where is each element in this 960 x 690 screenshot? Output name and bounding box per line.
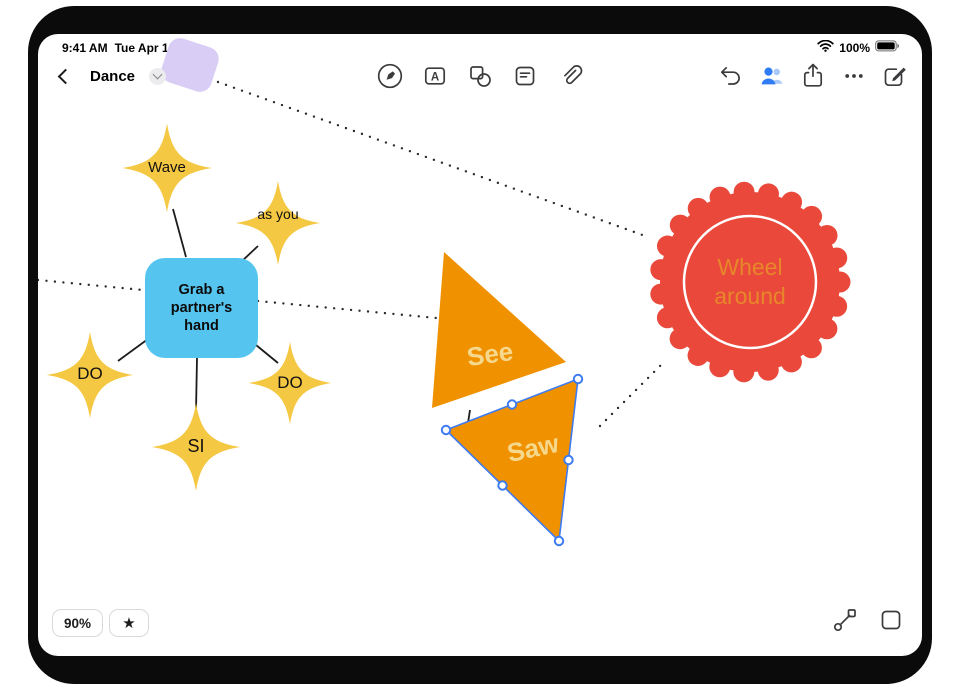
undo-icon xyxy=(720,66,740,85)
center-node-label: Grab a partner's hand xyxy=(170,282,233,334)
dotted-connectors[interactable] xyxy=(38,80,664,428)
battery-percent: 100% xyxy=(839,40,870,55)
collaborate-button[interactable] xyxy=(757,61,787,91)
back-button[interactable] xyxy=(50,61,76,91)
star-shape-asyou[interactable] xyxy=(235,180,321,266)
new-board-button[interactable] xyxy=(880,61,910,91)
shapes-icon xyxy=(470,66,491,87)
square-tool-button[interactable] xyxy=(876,605,906,635)
square-icon xyxy=(881,610,901,630)
freeform-screen: Wave as you DO DO SI Grab a partner's ha… xyxy=(38,34,922,656)
star-label-do2: DO xyxy=(277,373,303,392)
ipad-frame: Wave as you DO DO SI Grab a partner's ha… xyxy=(28,6,932,684)
battery-icon xyxy=(875,40,900,55)
share-button[interactable] xyxy=(798,61,828,91)
star-shape-do1[interactable] xyxy=(46,331,134,419)
star-shape-do2[interactable] xyxy=(248,341,332,425)
sticky-note-icon xyxy=(515,66,535,86)
wifi-icon xyxy=(817,39,834,55)
undo-button[interactable] xyxy=(716,61,746,91)
star-icon: ★ xyxy=(122,615,136,632)
board-canvas xyxy=(38,80,851,547)
flower-label: Wheel around xyxy=(714,254,786,309)
connector-tool-button[interactable] xyxy=(830,605,860,635)
connector-icon xyxy=(833,609,856,632)
ellipsis-icon xyxy=(845,74,863,78)
text-tool-button[interactable]: A xyxy=(420,61,450,91)
favorite-button[interactable]: ★ xyxy=(109,609,150,637)
center-node-shape[interactable]: Grab a partner's hand xyxy=(145,258,258,358)
marker-tool-button[interactable] xyxy=(375,61,405,91)
zoom-button[interactable]: 90% xyxy=(52,609,104,637)
star-label-asyou: as you xyxy=(257,206,299,222)
collaborate-icon xyxy=(761,67,783,85)
paperclip-icon xyxy=(564,65,583,85)
marker-icon xyxy=(377,63,403,89)
more-button[interactable] xyxy=(839,61,869,91)
compose-icon xyxy=(884,67,906,87)
toolbar: Dance A xyxy=(38,60,922,92)
star-shape-wave[interactable] xyxy=(122,123,212,213)
triangle-see-shape[interactable] xyxy=(432,252,566,408)
status-time: 9:41 AM xyxy=(62,41,108,55)
svg-text:A: A xyxy=(431,71,439,83)
chevron-down-icon xyxy=(152,69,163,80)
status-date: Tue Apr 1 xyxy=(114,41,169,55)
chevron-left-icon xyxy=(57,68,73,84)
text-box-icon: A xyxy=(424,67,446,85)
shapes-tool-button[interactable] xyxy=(465,61,495,91)
sticky-note-tool-button[interactable] xyxy=(510,61,540,91)
star-shape-si[interactable] xyxy=(151,402,241,492)
selection-handles[interactable] xyxy=(440,373,584,547)
title-menu-button[interactable] xyxy=(149,67,167,85)
star-label-do1: DO xyxy=(77,364,103,383)
zoom-level: 90% xyxy=(64,615,92,631)
status-bar: 9:41 AM Tue Apr 1 100% xyxy=(38,34,922,56)
star-label-si: SI xyxy=(187,436,205,456)
share-icon xyxy=(803,63,823,87)
star-shapes[interactable] xyxy=(46,123,332,492)
star-label-wave: Wave xyxy=(148,159,186,176)
flower-shape[interactable] xyxy=(649,181,851,383)
attachment-tool-button[interactable] xyxy=(555,61,585,91)
board-title[interactable]: Dance xyxy=(90,67,136,85)
mindmap-lines[interactable] xyxy=(117,208,471,430)
